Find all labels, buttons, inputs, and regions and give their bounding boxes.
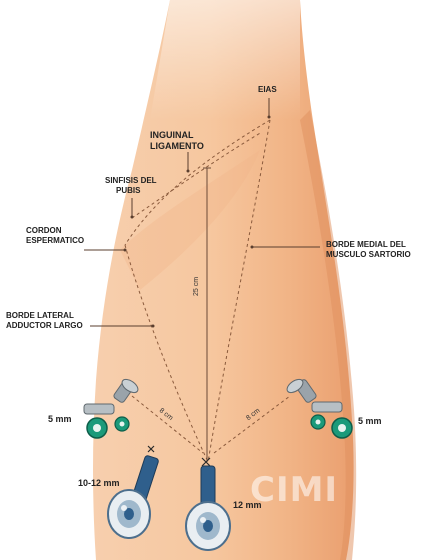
adductor-label-line1: BORDE LATERAL [6, 311, 74, 321]
inguinal-label-line2: LIGAMENTO [150, 141, 204, 152]
cord-label-line2: ESPERMATICO [26, 236, 84, 246]
sartorius-label-line2: MUSCULO SARTORIO [326, 250, 411, 260]
lateral-trocar-label: 10-12 mm [78, 478, 120, 489]
cimi-watermark: CIMI [250, 470, 338, 510]
right-trocar-label: 5 mm [358, 416, 382, 427]
inguinal-label-line1: INGUINAL [150, 130, 194, 141]
inguinal-leader-tip [187, 170, 190, 173]
cord-leader-tip [124, 249, 127, 252]
pubis-label-line2: PUBIS [116, 186, 140, 196]
sartorius-leader-tip [251, 246, 254, 249]
upper-fade [150, 0, 300, 120]
sartorius-label-line1: BORDE MEDIAL DEL [326, 240, 406, 250]
eias-leader-tip [268, 116, 271, 119]
eias-label: EIAS [258, 85, 277, 95]
pubis-leader-tip [131, 216, 134, 219]
left-trocar-label: 5 mm [48, 414, 72, 425]
adductor-label-line2: ADDUCTOR LARGO [6, 321, 83, 331]
cord-label-line1: CORDON [26, 226, 62, 236]
height-measure-label: 25 cm [192, 277, 202, 296]
pubis-label-line1: SINFISIS DEL [105, 176, 157, 186]
adductor-leader-tip [152, 325, 155, 328]
